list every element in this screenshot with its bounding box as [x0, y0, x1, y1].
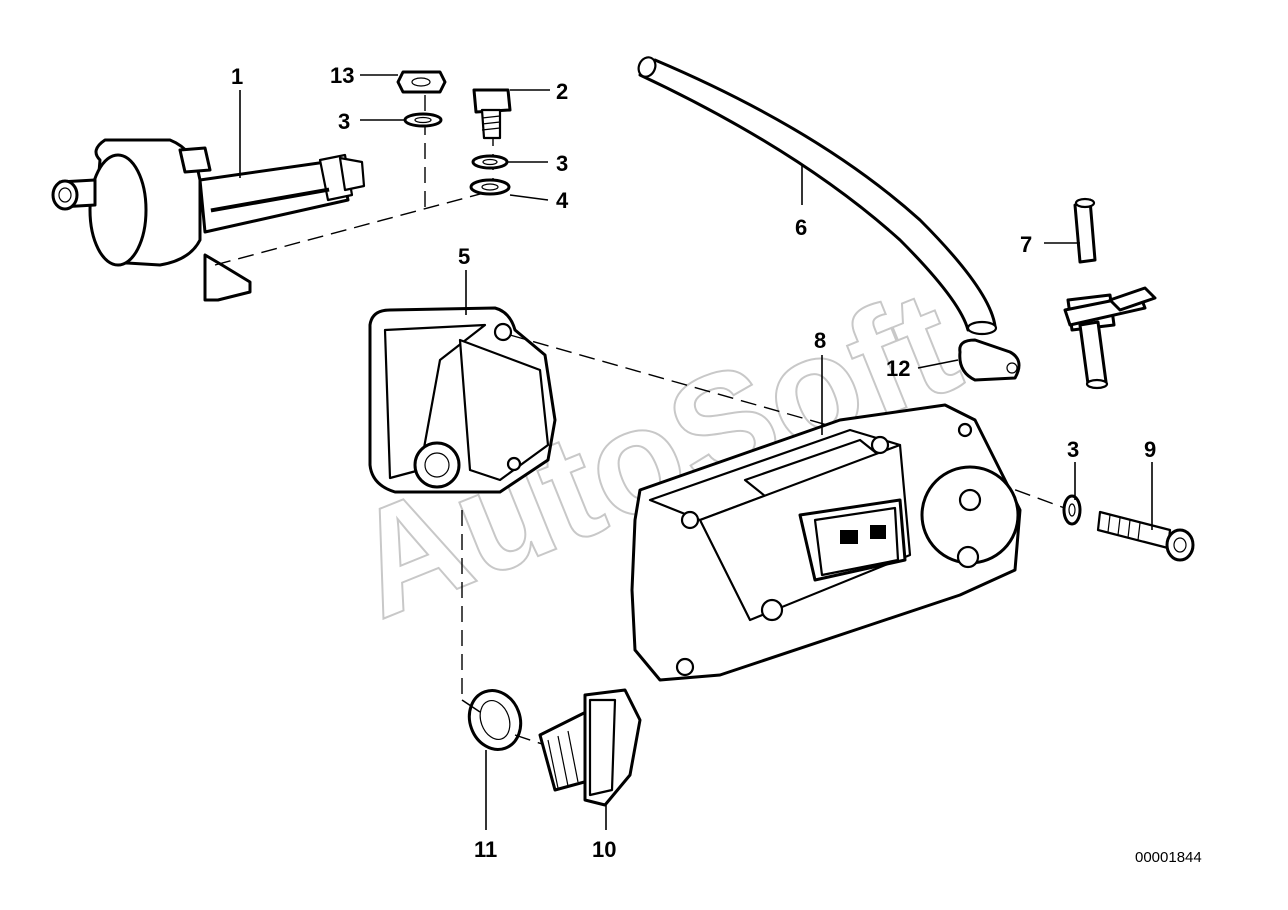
- callout-6: 6: [795, 215, 807, 240]
- callout-12: 12: [886, 356, 910, 381]
- part-6-hose: [637, 56, 998, 336]
- part-12-clamp: [958, 338, 1021, 382]
- part-2-bolt: [472, 88, 512, 140]
- part-11-sealing-ring: [467, 689, 523, 751]
- leader-lines: [239, 74, 1153, 830]
- callout-4: 4: [556, 188, 569, 213]
- callout-3-a: 3: [338, 109, 350, 134]
- part-10-bolt: [538, 688, 642, 807]
- callout-5: 5: [458, 244, 470, 269]
- assembly-line-6: [461, 699, 481, 713]
- part-8-control-unit: [630, 403, 1022, 682]
- part-13-nut: [396, 70, 447, 94]
- callout-10: 10: [592, 837, 616, 862]
- part-5-bracket: [368, 306, 557, 494]
- callout-2: 2: [556, 79, 568, 104]
- callout-8: 8: [814, 328, 826, 353]
- part-3-washer-c: [1062, 494, 1082, 526]
- part-3-washer-a: [403, 112, 443, 128]
- callout-1: 1: [231, 64, 243, 89]
- part-9-bolt: [1096, 510, 1195, 562]
- part-4-washer: [469, 178, 511, 196]
- assembly-line-3: [509, 334, 881, 441]
- part-3-washer-b: [471, 154, 509, 170]
- callout-7: 7: [1020, 232, 1032, 257]
- part-7-t-connector: [1063, 197, 1157, 390]
- diagram-reference-number: 00001844: [1135, 849, 1202, 866]
- callout-3-b: 3: [556, 151, 568, 176]
- callout-13: 13: [330, 63, 354, 88]
- part-1-vacuum-unit: [51, 138, 366, 302]
- callout-3-c: 3: [1067, 437, 1079, 462]
- callout-11: 11: [474, 837, 497, 862]
- assembly-line-1: [214, 189, 496, 266]
- callout-9: 9: [1144, 437, 1156, 462]
- assembly-line-7: [514, 734, 546, 746]
